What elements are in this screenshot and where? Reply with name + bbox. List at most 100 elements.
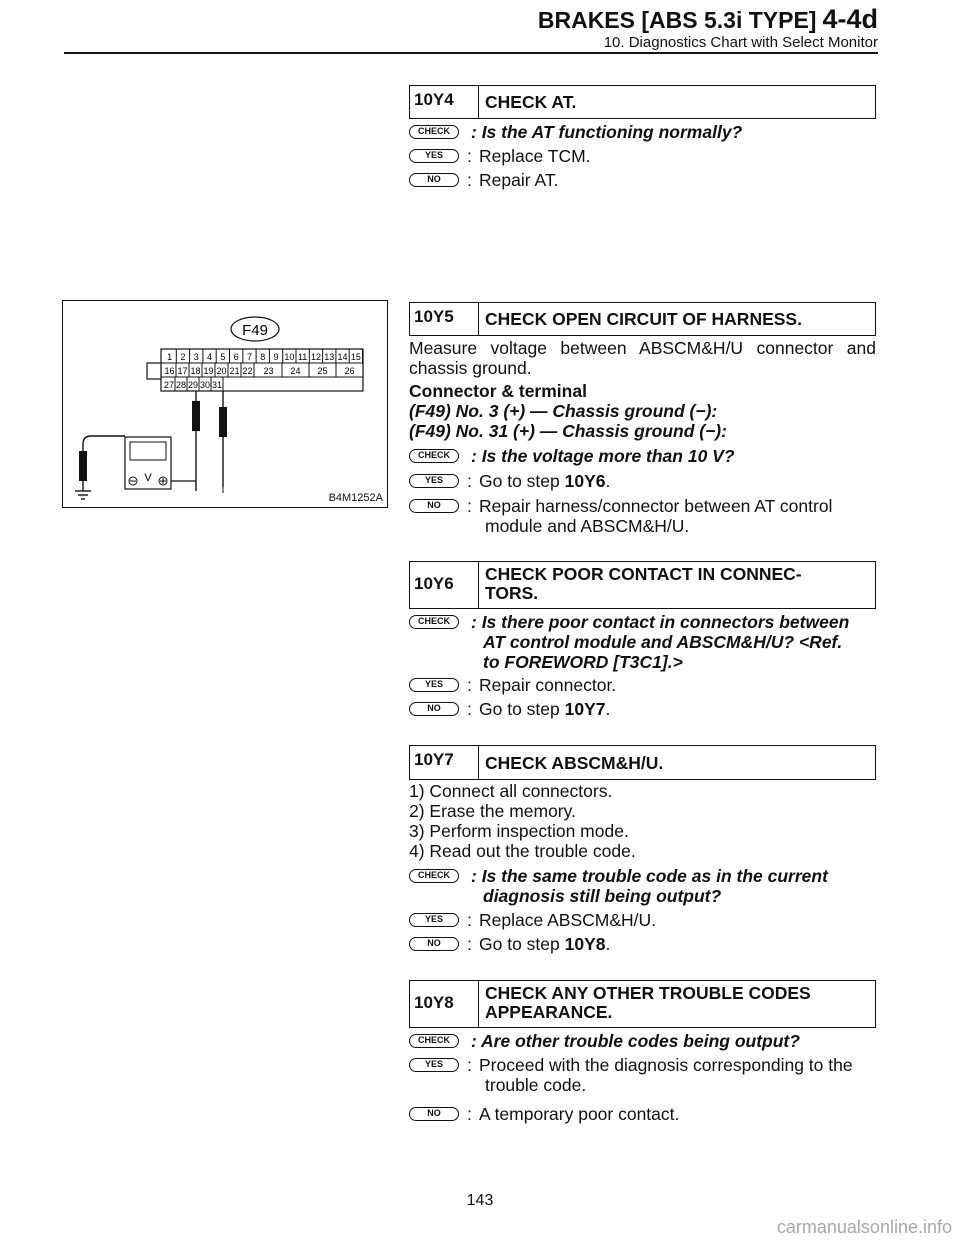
connector-heading: Connector & terminal <box>409 381 587 401</box>
step-title-line-2: TORS. <box>485 583 539 603</box>
step-title-line-1: CHECK POOR CONTACT IN CONNEC- <box>485 564 802 584</box>
figure-code: B4M1252A <box>328 492 383 504</box>
yes-row: YES :Proceed with the diagnosis correspo… <box>409 1055 876 1095</box>
no-row: NO :A temporary poor contact. <box>409 1104 876 1124</box>
step-title: CHECK ABSCM&H/U. <box>478 746 875 779</box>
step-header-10y5: 10Y5 CHECK OPEN CIRCUIT OF HARNESS. <box>409 302 876 336</box>
no-action: Go to step <box>479 934 565 954</box>
pin-number: 19 <box>203 366 213 376</box>
check-question-line-1: : Is the same trouble code as in the cur… <box>471 866 828 886</box>
pin-number: 25 <box>317 366 327 376</box>
chapter-title: BRAKES [ABS 5.3i TYPE] <box>537 7 817 33</box>
no-badge-icon: NO <box>409 702 459 716</box>
check-question-line-1: : Is there poor contact in connectors be… <box>471 612 850 632</box>
step-link-10y7[interactable]: 10Y7 <box>564 699 606 719</box>
check-question: : Is the AT functioning normally? <box>471 122 743 142</box>
watermark-link[interactable]: carmanualsonline.info <box>776 1217 952 1237</box>
header-rule <box>64 52 878 54</box>
step-header-10y8: 10Y8 CHECK ANY OTHER TROUBLE CODES APPEA… <box>409 980 876 1028</box>
pin-number: 24 <box>290 366 300 376</box>
check-row: CHECK : Are other trouble codes being ou… <box>409 1031 876 1051</box>
pin-number: 21 <box>229 366 239 376</box>
step-link-10y8[interactable]: 10Y8 <box>564 934 606 954</box>
pin-number: 5 <box>220 352 225 362</box>
check-badge-icon: CHECK <box>409 869 459 883</box>
procedure-step-4: 4) Read out the trouble code. <box>409 841 636 861</box>
pin-number: 16 <box>164 366 174 376</box>
no-row: NO :Repair AT. <box>409 170 876 190</box>
step-number: 10Y4 <box>414 90 454 109</box>
yes-row: YES :Go to step 10Y6. <box>409 471 876 491</box>
yes-row: YES :Replace TCM. <box>409 146 876 166</box>
check-question-line-3: to FOREWORD [T3C1].> <box>483 652 683 672</box>
check-badge-icon: CHECK <box>409 615 459 629</box>
procedure-step-3: 3) Perform inspection mode. <box>409 821 629 841</box>
connector-line-1: (F49) No. 3 (+) — Chassis ground (−): <box>409 401 718 421</box>
no-action: Repair harness/connector between AT cont… <box>479 496 833 516</box>
check-row: CHECK : Is the same trouble code as in t… <box>409 866 876 906</box>
pin-number: 30 <box>200 380 210 390</box>
no-row: NO :Go to step 10Y7. <box>409 699 876 719</box>
pin-number: 18 <box>190 366 200 376</box>
pin-number: 17 <box>177 366 187 376</box>
pin-number: 23 <box>263 366 273 376</box>
step-number: 10Y7 <box>414 750 454 769</box>
yes-action-cont: trouble code. <box>485 1075 587 1095</box>
yes-action: Replace TCM. <box>479 146 591 166</box>
no-action: Repair AT. <box>479 170 559 190</box>
no-action-cont: module and ABSCM&H/U. <box>485 516 690 536</box>
pin-number: 7 <box>247 352 252 362</box>
pin-number: 11 <box>298 352 307 362</box>
running-header: BRAKES [ABS 5.3i TYPE]4-4d <box>0 4 878 35</box>
pin-number: 14 <box>338 352 348 362</box>
check-badge-icon: CHECK <box>409 1034 459 1048</box>
step-header-10y6: 10Y6 CHECK POOR CONTACT IN CONNEC- TORS. <box>409 561 876 609</box>
yes-badge-icon: YES <box>409 474 459 488</box>
step-title-line-2: APPEARANCE. <box>485 1002 613 1022</box>
step-number: 10Y6 <box>414 574 454 593</box>
no-badge-icon: NO <box>409 937 459 951</box>
check-row: CHECK : Is the voltage more than 10 V? <box>409 446 876 466</box>
pin-number: 9 <box>274 352 279 362</box>
no-action: A temporary poor contact. <box>479 1104 680 1124</box>
procedure-list: 1) Connect all connectors. 2) Erase the … <box>409 781 876 861</box>
pin-number: 26 <box>344 366 354 376</box>
step-number: 10Y5 <box>414 307 454 326</box>
yes-row: YES :Repair connector. <box>409 675 876 695</box>
no-badge-icon: NO <box>409 499 459 513</box>
yes-action: Replace ABSCM&H/U. <box>479 910 657 930</box>
pin-number: 4 <box>207 352 212 362</box>
check-badge-icon: CHECK <box>409 449 459 463</box>
pin-number: 20 <box>216 366 226 376</box>
step-body: Measure voltage between ABSCM&H/U connec… <box>409 338 876 378</box>
yes-badge-icon: YES <box>409 913 459 927</box>
step-title-line-1: CHECK ANY OTHER TROUBLE CODES <box>485 983 811 1003</box>
connector-label: F49 <box>242 322 268 339</box>
no-badge-icon: NO <box>409 173 459 187</box>
no-row: NO :Repair harness/connector between AT … <box>409 496 876 536</box>
pin-number: 31 <box>212 380 222 390</box>
connector-line-2: (F49) No. 31 (+) — Chassis ground (−): <box>409 421 727 441</box>
pin-number: 28 <box>176 380 186 390</box>
no-row: NO :Go to step 10Y8. <box>409 934 876 954</box>
yes-action: Repair connector. <box>479 675 617 695</box>
step-number: 10Y8 <box>414 993 454 1012</box>
pin-number: 1 <box>167 352 172 362</box>
check-question: : Are other trouble codes being output? <box>471 1031 800 1051</box>
step-link-10y6[interactable]: 10Y6 <box>564 471 606 491</box>
section-number: 4-4d <box>822 4 878 34</box>
step-title: CHECK AT. <box>478 86 875 118</box>
yes-action: Go to step <box>479 471 565 491</box>
chapter-subtitle: 10. Diagnostics Chart with Select Monito… <box>603 34 878 51</box>
yes-row: YES :Replace ABSCM&H/U. <box>409 910 876 930</box>
check-question-line-2: AT control module and ABSCM&H/U? <Ref. <box>483 632 843 652</box>
pin-number: 10 <box>284 352 294 362</box>
check-question: : Is the voltage more than 10 V? <box>471 446 735 466</box>
check-row: CHECK : Is there poor contact in connect… <box>409 612 876 672</box>
procedure-step-2: 2) Erase the memory. <box>409 801 576 821</box>
check-badge-icon: CHECK <box>409 125 459 139</box>
no-badge-icon: NO <box>409 1107 459 1121</box>
pin-number: 12 <box>311 352 321 362</box>
pin-number: 15 <box>351 352 361 362</box>
